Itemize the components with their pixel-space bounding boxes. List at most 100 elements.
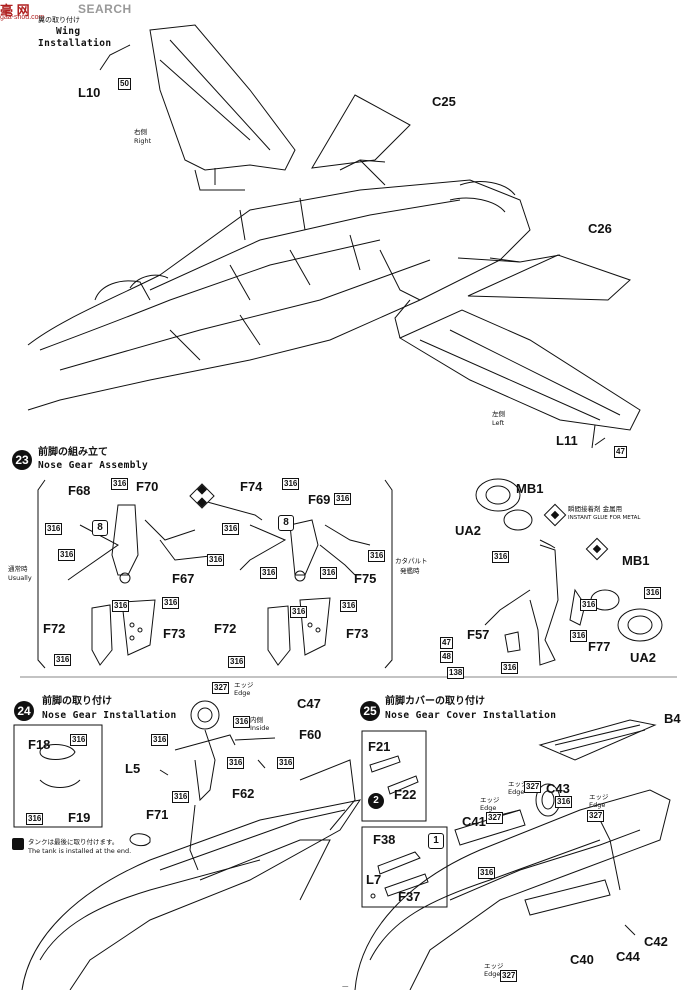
part-label-f69: F69 xyxy=(308,492,331,507)
edge-label-jp-e: エッジ xyxy=(484,962,504,970)
part-l7-shape xyxy=(370,893,376,899)
part-label-f73-a: F73 xyxy=(163,626,186,641)
paint-badge-316-b: 316 xyxy=(45,523,63,535)
part-label-mb1-a: MB1 xyxy=(516,481,544,496)
marker-1: 1 xyxy=(428,833,444,849)
paint-badge-316-e: 316 xyxy=(162,597,180,609)
part-label-f60: F60 xyxy=(299,727,322,742)
part-label-f38: F38 xyxy=(373,832,396,847)
note-icon xyxy=(12,838,24,850)
step24-title-jp: 前脚の取り付け xyxy=(42,696,112,707)
tank-note-en: The tank is installed at the end. xyxy=(28,847,132,855)
paint-badge-47: 47 xyxy=(440,637,453,649)
inside-label-en: Inside xyxy=(250,724,270,732)
step24-drawing xyxy=(21,700,362,990)
step23-title-en: Nose Gear Assembly xyxy=(38,460,149,471)
part-label-f18: F18 xyxy=(28,737,51,752)
label-left-en: Left xyxy=(492,419,505,427)
label-usual-en: Usually xyxy=(8,574,32,582)
paint-badge-316-m: 316 xyxy=(320,567,338,579)
tank-drawing xyxy=(39,744,81,788)
part-label-ua2-b: UA2 xyxy=(630,650,657,665)
inset-box-tank xyxy=(13,724,103,828)
part-f37-shape xyxy=(384,873,429,897)
label-left-jp: 左側 xyxy=(492,410,505,418)
label-right-jp: 右側 xyxy=(134,128,147,136)
paint-badge-327-b: 327 xyxy=(524,781,542,793)
part-label-l11: L11 xyxy=(556,433,578,448)
step23-bracket-right xyxy=(384,479,393,669)
label-usual-jp: 通常時 xyxy=(8,565,28,573)
part-label-f70: F70 xyxy=(136,479,159,494)
inside-label-jp: 内側 xyxy=(250,716,263,724)
edge-label-en-d: Edge xyxy=(480,804,497,812)
paint-badge-50: 50 xyxy=(118,78,131,90)
paint-badge-316-a: 316 xyxy=(111,478,129,490)
glue-label-jp: 瞬間接着剤 金属用 xyxy=(568,505,623,513)
part-label-f77: F77 xyxy=(588,639,611,654)
paint-badge-316-c: 316 xyxy=(58,549,76,561)
paint-badge-316-aa: 316 xyxy=(70,734,88,746)
part-label-f57: F57 xyxy=(467,627,490,642)
nose-gear-usual xyxy=(67,504,211,666)
step-number-24: 24 xyxy=(14,701,34,721)
nose-gear-catapult xyxy=(199,499,371,666)
paint-badge-316-f: 316 xyxy=(112,600,130,612)
paint-badge-316-w: 316 xyxy=(151,734,169,746)
page-footer: — xyxy=(342,982,349,990)
step25-drawing xyxy=(354,719,671,990)
marker-8-a: 8 xyxy=(92,520,108,536)
paint-badge-316-y: 316 xyxy=(277,757,295,769)
label-catapult-jp: カタパルト xyxy=(395,557,428,565)
paint-badge-138: 138 xyxy=(447,667,465,679)
paint-badge-316-k: 316 xyxy=(368,550,386,562)
paint-badge-327-e: 327 xyxy=(500,970,518,982)
edge-label-en-c: Edge xyxy=(589,801,606,809)
paint-badge-316-v: 316 xyxy=(233,716,251,728)
part-label-f74: F74 xyxy=(240,479,263,494)
step22-title-en-2: Installation xyxy=(38,38,112,49)
paint-badge-316-z: 316 xyxy=(172,791,190,803)
part-label-c43: C43 xyxy=(546,781,570,796)
step24-title-en: Nose Gear Installation xyxy=(42,710,177,721)
part-label-f72-b: F72 xyxy=(214,621,237,636)
paint-badge-316-l: 316 xyxy=(260,567,278,579)
label-catapult-jp2: 発艦時 xyxy=(400,567,420,575)
step22-title-jp: 翼の取り付け xyxy=(38,16,80,24)
marker-2: 2 xyxy=(368,793,384,809)
paint-badge-316-s: 316 xyxy=(580,599,598,611)
watermark-url: gaa-shou.com xyxy=(0,14,45,21)
part-label-c47: C47 xyxy=(297,696,321,711)
edge-label-en-b: Edge xyxy=(508,788,525,796)
part-label-l7: L7 xyxy=(366,872,382,887)
paint-badge-48: 48 xyxy=(440,651,453,663)
paint-badge-316-bb: 316 xyxy=(26,813,44,825)
inset-box-f21 xyxy=(361,730,427,822)
part-label-b4: B4 xyxy=(664,711,681,726)
label-right-en: Right xyxy=(134,137,152,145)
inset-box-f38 xyxy=(361,826,448,908)
part-label-c25: C25 xyxy=(432,94,456,109)
step-number-23: 23 xyxy=(12,450,32,470)
aircraft-top-view xyxy=(27,24,641,449)
nose-gear-wheels xyxy=(475,478,663,666)
marker-8-b: 8 xyxy=(278,515,294,531)
paint-badge-316-u: 316 xyxy=(501,662,519,674)
step23-title-jp: 前脚の組み立て xyxy=(38,447,108,458)
paint-badge-316-n: 316 xyxy=(340,600,358,612)
part-label-f67: F67 xyxy=(172,571,195,586)
part-f22-shape xyxy=(387,775,419,795)
paint-badge-316-r: 316 xyxy=(644,587,662,599)
part-label-c40: C40 xyxy=(570,952,594,967)
paint-badge-316-dd: 316 xyxy=(478,867,496,879)
part-label-l10: L10 xyxy=(78,85,101,100)
edge-label-jp-c: エッジ xyxy=(589,793,609,801)
part-label-f19: F19 xyxy=(68,810,91,825)
paint-badge-316-x: 316 xyxy=(227,757,245,769)
paint-badge-316-t: 316 xyxy=(570,630,588,642)
step25-title-jp: 前脚カバーの取り付け xyxy=(385,696,485,707)
part-label-c42: C42 xyxy=(644,934,668,949)
paint-badge-316-d: 316 xyxy=(207,554,225,566)
edge-label-jp-a: エッジ xyxy=(234,681,254,689)
glue-label-en: INSTANT GLUE FOR METAL xyxy=(568,515,641,521)
